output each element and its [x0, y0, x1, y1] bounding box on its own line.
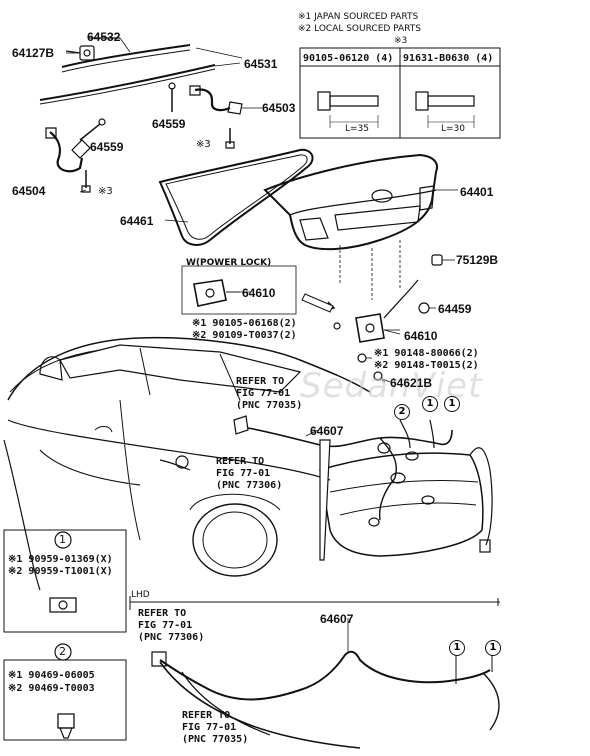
trunk-stay-rods [39, 37, 241, 105]
bumper-parts [418, 254, 455, 314]
label-64127B: 64127B [12, 46, 55, 60]
refer-note-1: REFER TO FIG 77-01 (PNC 77035) [236, 376, 302, 412]
label-64461: 64461 [120, 214, 154, 228]
weatherstrip-64461 [158, 148, 314, 246]
direction-arrow [301, 293, 336, 313]
refer-note-3-line1: REFER TO [138, 608, 187, 619]
label-64504: 64504 [12, 184, 46, 198]
legend-line-3: ※3 [394, 36, 408, 46]
lhd-bracket [129, 596, 500, 610]
refer-note-1-line1: REFER TO [236, 376, 285, 387]
refer-note-1-line2: FIG 77-01 [236, 388, 291, 399]
refer-note-2-line3: (PNC 77306) [216, 480, 283, 491]
marker-circle-1a: 1 [422, 396, 438, 412]
clip-box-1-part-1: ※1 90959-01369(X) [8, 554, 113, 565]
hinge-64503 [168, 82, 262, 149]
label-power-lock: W(POWER LOCK) [186, 258, 272, 268]
marker-circle-1d-text: 1 [489, 642, 497, 653]
refer-note-4-line2: FIG 77-01 [182, 722, 237, 733]
refer-note-3-line3: (PNC 77306) [138, 632, 205, 643]
bolt-table-left-part: 90105-06120 (4) [303, 53, 394, 64]
legend-line-1: ※1 JAPAN SOURCED PARTS [298, 12, 419, 22]
callout-screw-2: ※2 90109-T0037(2) [192, 330, 297, 341]
refer-note-2-line1: REFER TO [216, 456, 265, 467]
callout-nut-2: ※2 90148-T0015(2) [374, 360, 479, 371]
label-star3-a: ※3 [196, 139, 211, 150]
hinge-64504 [45, 118, 106, 193]
refer-note-3: REFER TO FIG 77-01 (PNC 77306) [138, 608, 204, 644]
marker-circle-1b-text: 1 [448, 398, 456, 409]
label-64401: 64401 [460, 185, 494, 199]
label-64610-a: 64610 [242, 286, 276, 300]
clip-box-2-part-1: ※1 90469-06005 [8, 670, 95, 681]
refer-note-2-line2: FIG 77-01 [216, 468, 271, 479]
callout-nut-1: ※1 90148-80066(2) [374, 348, 479, 359]
legend-line-2: ※2 LOCAL SOURCED PARTS [298, 24, 421, 34]
lock-assembly [333, 279, 419, 383]
label-64559-a: 64559 [152, 117, 186, 131]
label-64607-a: 64607 [310, 424, 344, 438]
power-lock-actuator [181, 265, 297, 315]
label-64610-b: 64610 [404, 329, 438, 343]
marker-circle-1b: 1 [444, 396, 460, 412]
clip-box-2 [3, 643, 127, 741]
label-64459: 64459 [438, 302, 472, 316]
label-64503: 64503 [262, 101, 296, 115]
clip-box-2-part-2: ※2 90469-T0003 [8, 683, 95, 694]
marker-circle-1c-text: 1 [453, 642, 461, 653]
label-lhd: LHD [131, 590, 150, 600]
marker-circle-1c: 1 [449, 640, 465, 656]
car-body-outline [3, 336, 493, 591]
clip-box-2-number: 2 [59, 645, 66, 658]
marker-circle-2-text: 2 [398, 406, 406, 417]
label-64531: 64531 [244, 57, 278, 71]
clip-box-1-number: 1 [59, 533, 66, 546]
refer-note-2: REFER TO FIG 77-01 (PNC 77306) [216, 456, 282, 492]
leader-lines [66, 47, 401, 383]
label-75129B: 75129B [456, 253, 499, 267]
refer-note-4-line3: (PNC 77035) [182, 734, 249, 745]
label-star3-b: ※3 [98, 186, 113, 197]
refer-note-1-line3: (PNC 77035) [236, 400, 303, 411]
label-64559-b: 64559 [90, 140, 124, 154]
callout-screw-1: ※1 90105-06168(2) [192, 318, 297, 329]
refer-note-4: REFER TO FIG 77-01 (PNC 77035) [182, 710, 248, 746]
bolt-table-left-length: L=35 [345, 124, 370, 134]
wire-harness-upper [233, 415, 453, 561]
marker-circle-1d: 1 [485, 640, 501, 656]
trunk-lid-64401 [263, 153, 458, 300]
marker-circle-1a-text: 1 [426, 398, 434, 409]
clip-box-1-part-2: ※2 90959-T1001(X) [8, 566, 113, 577]
label-64621B: 64621B [390, 376, 433, 390]
refer-note-4-line1: REFER TO [182, 710, 231, 721]
marker-circle-2: 2 [394, 404, 410, 420]
label-64532: 64532 [87, 30, 121, 44]
bolt-table [299, 47, 501, 139]
clip-box-1 [3, 529, 127, 633]
refer-note-3-line2: FIG 77-01 [138, 620, 193, 631]
bolt-table-right-length: L=30 [441, 124, 466, 134]
label-64607-b: 64607 [320, 612, 354, 626]
bolt-table-right-part: 91631-B0630 (4) [403, 53, 494, 64]
